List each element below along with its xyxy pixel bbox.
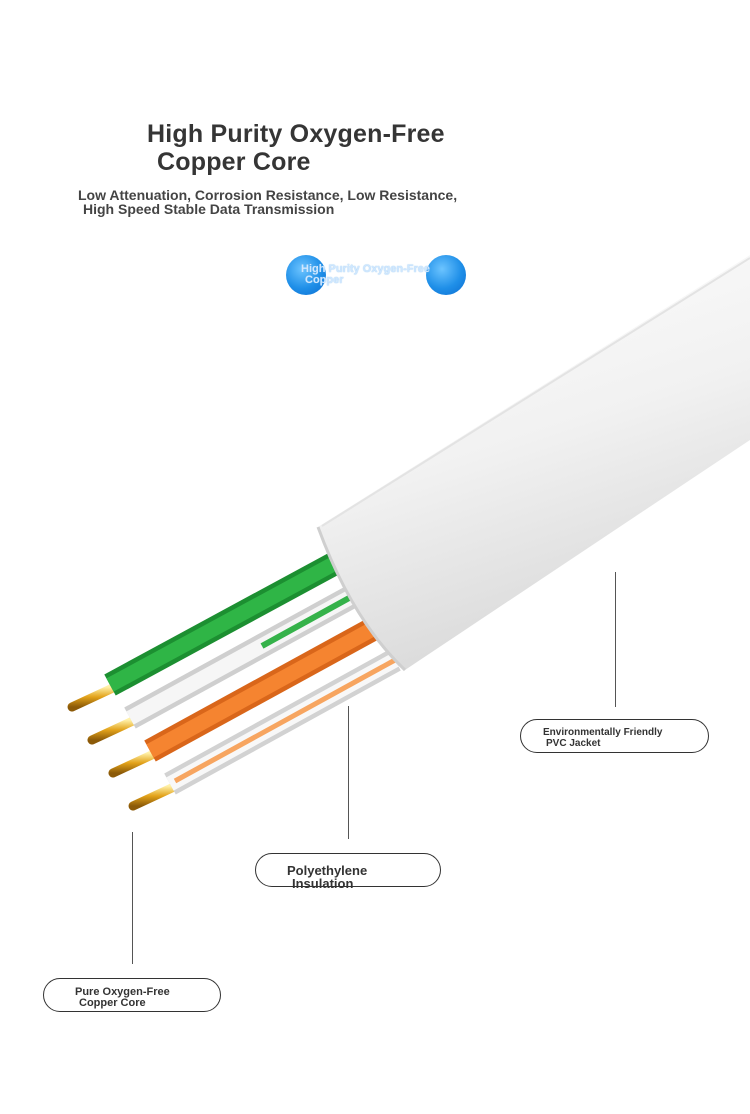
pvc-jacket: [316, 255, 750, 672]
feature-badge: High Purity Oxygen-Free Copper: [286, 255, 466, 295]
callout-cu-line-2: Copper Core: [79, 997, 146, 1009]
callout-pe-line-1: Polyethylene: [287, 863, 368, 878]
blue-dot-right: [426, 255, 466, 295]
badge-line-2: Copper: [305, 274, 344, 286]
callout-copper-core: Pure Oxygen-Free Copper Core: [43, 978, 221, 1012]
core-leader-line: [132, 832, 133, 964]
subtitle-line-1: Low Attenuation, Corrosion Resistance, L…: [78, 187, 458, 203]
page-title: High Purity Oxygen-Free Copper Core: [147, 120, 445, 176]
subtitle-line-2: High Speed Stable Data Transmission: [83, 201, 335, 217]
callout-pvc-jacket: Environmentally Friendly PVC Jacket: [520, 719, 709, 753]
badge-text: High Purity Oxygen-Free Copper: [301, 264, 430, 286]
callout-polyethylene-insulation: Polyethylene Insulation: [255, 853, 441, 891]
title-line-1: High Purity Oxygen-Free: [147, 120, 445, 148]
insulated-wires: [104, 544, 401, 795]
badge-line-1: High Purity Oxygen-Free: [301, 263, 430, 275]
copper-tip-3: [108, 748, 161, 778]
copper-conductors: [67, 682, 181, 811]
blue-dot-left: [286, 255, 326, 295]
callout-pvc-line-2: PVC Jacket: [546, 738, 601, 749]
title-line-2: Copper Core: [157, 148, 311, 176]
copper-tip-1: [67, 682, 120, 712]
jacket-leader-line: [615, 572, 616, 707]
callout-cu-line-1: Pure Oxygen-Free: [75, 986, 170, 998]
page-subtitle: Low Attenuation, Corrosion Resistance, L…: [78, 188, 457, 216]
copper-tip-4: [128, 781, 181, 811]
copper-tip-2: [87, 715, 140, 745]
callout-pe-line-2: Insulation: [292, 876, 354, 891]
callout-pvc-line-1: Environmentally Friendly: [543, 727, 663, 738]
insulation-leader-line: [348, 706, 349, 839]
